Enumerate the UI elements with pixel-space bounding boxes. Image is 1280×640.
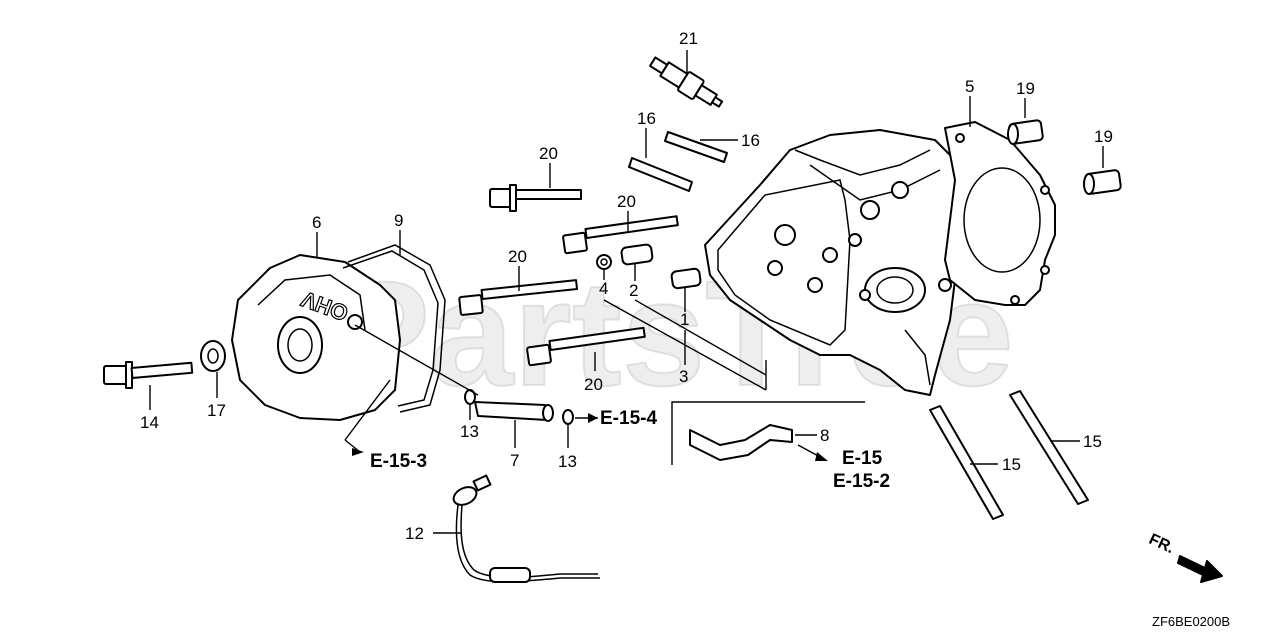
callout-6[interactable]: 6 — [312, 213, 321, 232]
oil-sensor[interactable] — [451, 474, 600, 583]
spark-plug[interactable] — [647, 52, 727, 113]
stud-bolt-16b[interactable] — [628, 157, 693, 192]
callout-14[interactable]: 14 — [140, 413, 159, 432]
pipe-2[interactable] — [620, 243, 654, 266]
dowel-pin-a[interactable] — [1007, 119, 1044, 145]
subassembly-bracket — [671, 401, 865, 465]
tube-clip-b[interactable] — [562, 409, 574, 425]
dowel-pin-b[interactable] — [1083, 169, 1122, 195]
breather-tube[interactable] — [474, 401, 554, 422]
callout-9[interactable]: 9 — [394, 211, 403, 230]
callout-20c[interactable]: 20 — [508, 247, 527, 266]
callout-16b[interactable]: 16 — [741, 131, 760, 150]
callout-3[interactable]: 3 — [679, 367, 688, 386]
bolt-14[interactable] — [103, 361, 194, 389]
bolt-20-top[interactable] — [489, 184, 582, 212]
callout-19a[interactable]: 19 — [1016, 79, 1035, 98]
callout-20a[interactable]: 20 — [539, 144, 558, 163]
callout-8[interactable]: 8 — [820, 426, 829, 445]
bolt-20-mid[interactable] — [562, 215, 679, 255]
callout-20d[interactable]: 20 — [584, 375, 603, 394]
hose-8[interactable] — [689, 424, 793, 461]
callout-5[interactable]: 5 — [965, 77, 974, 96]
cover-gasket[interactable] — [342, 244, 446, 413]
callout-13b[interactable]: 13 — [558, 452, 577, 471]
leader-lines — [149, 50, 1104, 534]
callout-2[interactable]: 2 — [629, 281, 638, 300]
stud-bolt-15b[interactable] — [1009, 390, 1089, 505]
callout-12[interactable]: 12 — [405, 524, 424, 543]
head-cover[interactable]: OHV — [231, 254, 401, 421]
ref-e-15[interactable]: E-15 — [842, 448, 883, 469]
stud-bolt-16a[interactable] — [664, 131, 728, 163]
callout-1[interactable]: 1 — [680, 310, 689, 329]
ref-e-15-2[interactable]: E-15-2 — [833, 471, 890, 492]
callout-7[interactable]: 7 — [510, 451, 519, 470]
bolt-20-lower[interactable] — [458, 279, 579, 316]
pipe-1[interactable] — [670, 267, 702, 290]
diagram-code: ZF6BE0200B — [1152, 614, 1230, 629]
callout-numbers: 21 5 19 19 16 16 20 20 20 20 4 2 1 3 6 9… — [140, 29, 1113, 543]
callout-16a[interactable]: 16 — [637, 109, 656, 128]
cylinder-head[interactable] — [704, 129, 976, 396]
callout-20b[interactable]: 20 — [617, 192, 636, 211]
head-gasket[interactable] — [944, 121, 1056, 306]
front-direction-indicator: FR. — [1146, 531, 1223, 583]
stud-bolt-15a[interactable] — [929, 405, 1004, 520]
callout-15b[interactable]: 15 — [1083, 432, 1102, 451]
callout-13a[interactable]: 13 — [460, 422, 479, 441]
callout-17[interactable]: 17 — [207, 401, 226, 420]
ref-e-15-3[interactable]: E-15-3 — [370, 451, 427, 472]
ref-e-15-4[interactable]: E-15-4 — [600, 408, 657, 429]
reference-labels: E-15-3 E-15-4 E-15 E-15-2 — [352, 408, 890, 492]
direction-label: FR. — [1146, 531, 1177, 557]
callout-19b[interactable]: 19 — [1094, 127, 1113, 146]
callout-4[interactable]: 4 — [599, 279, 608, 298]
callout-21[interactable]: 21 — [679, 29, 698, 48]
callout-15a[interactable]: 15 — [1002, 455, 1021, 474]
washer-4[interactable] — [596, 254, 612, 270]
washer-17[interactable] — [200, 340, 226, 372]
bolt-20-bottom[interactable] — [526, 326, 646, 367]
